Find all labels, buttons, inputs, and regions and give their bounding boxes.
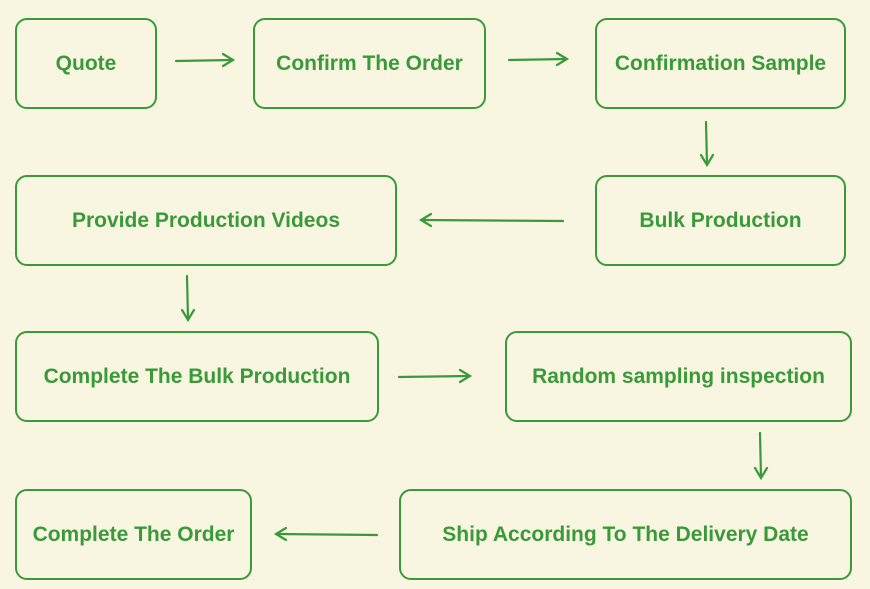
step-quote: Quote bbox=[15, 18, 157, 109]
step-complete-order: Complete The Order bbox=[15, 489, 252, 580]
arrow-videos-to-complete-bulk bbox=[180, 274, 196, 323]
arrow-quote-to-confirm bbox=[174, 52, 236, 68]
step-production-videos: Provide Production Videos bbox=[15, 175, 397, 266]
arrow-sample-to-bulk bbox=[699, 120, 715, 168]
step-random-inspection: Random sampling inspection bbox=[505, 331, 852, 422]
arrow-complete-bulk-to-random bbox=[397, 368, 473, 384]
step-bulk-production: Bulk Production bbox=[595, 175, 846, 266]
step-complete-bulk: Complete The Bulk Production bbox=[15, 331, 379, 422]
arrow-confirm-to-sample bbox=[507, 51, 570, 67]
arrow-ship-to-complete-order bbox=[273, 526, 379, 542]
step-confirmation-sample: Confirmation Sample bbox=[595, 18, 846, 109]
step-confirm-order: Confirm The Order bbox=[253, 18, 486, 109]
arrow-random-to-ship bbox=[753, 431, 769, 481]
step-ship: Ship According To The Delivery Date bbox=[399, 489, 852, 580]
arrow-bulk-to-videos bbox=[418, 212, 565, 228]
